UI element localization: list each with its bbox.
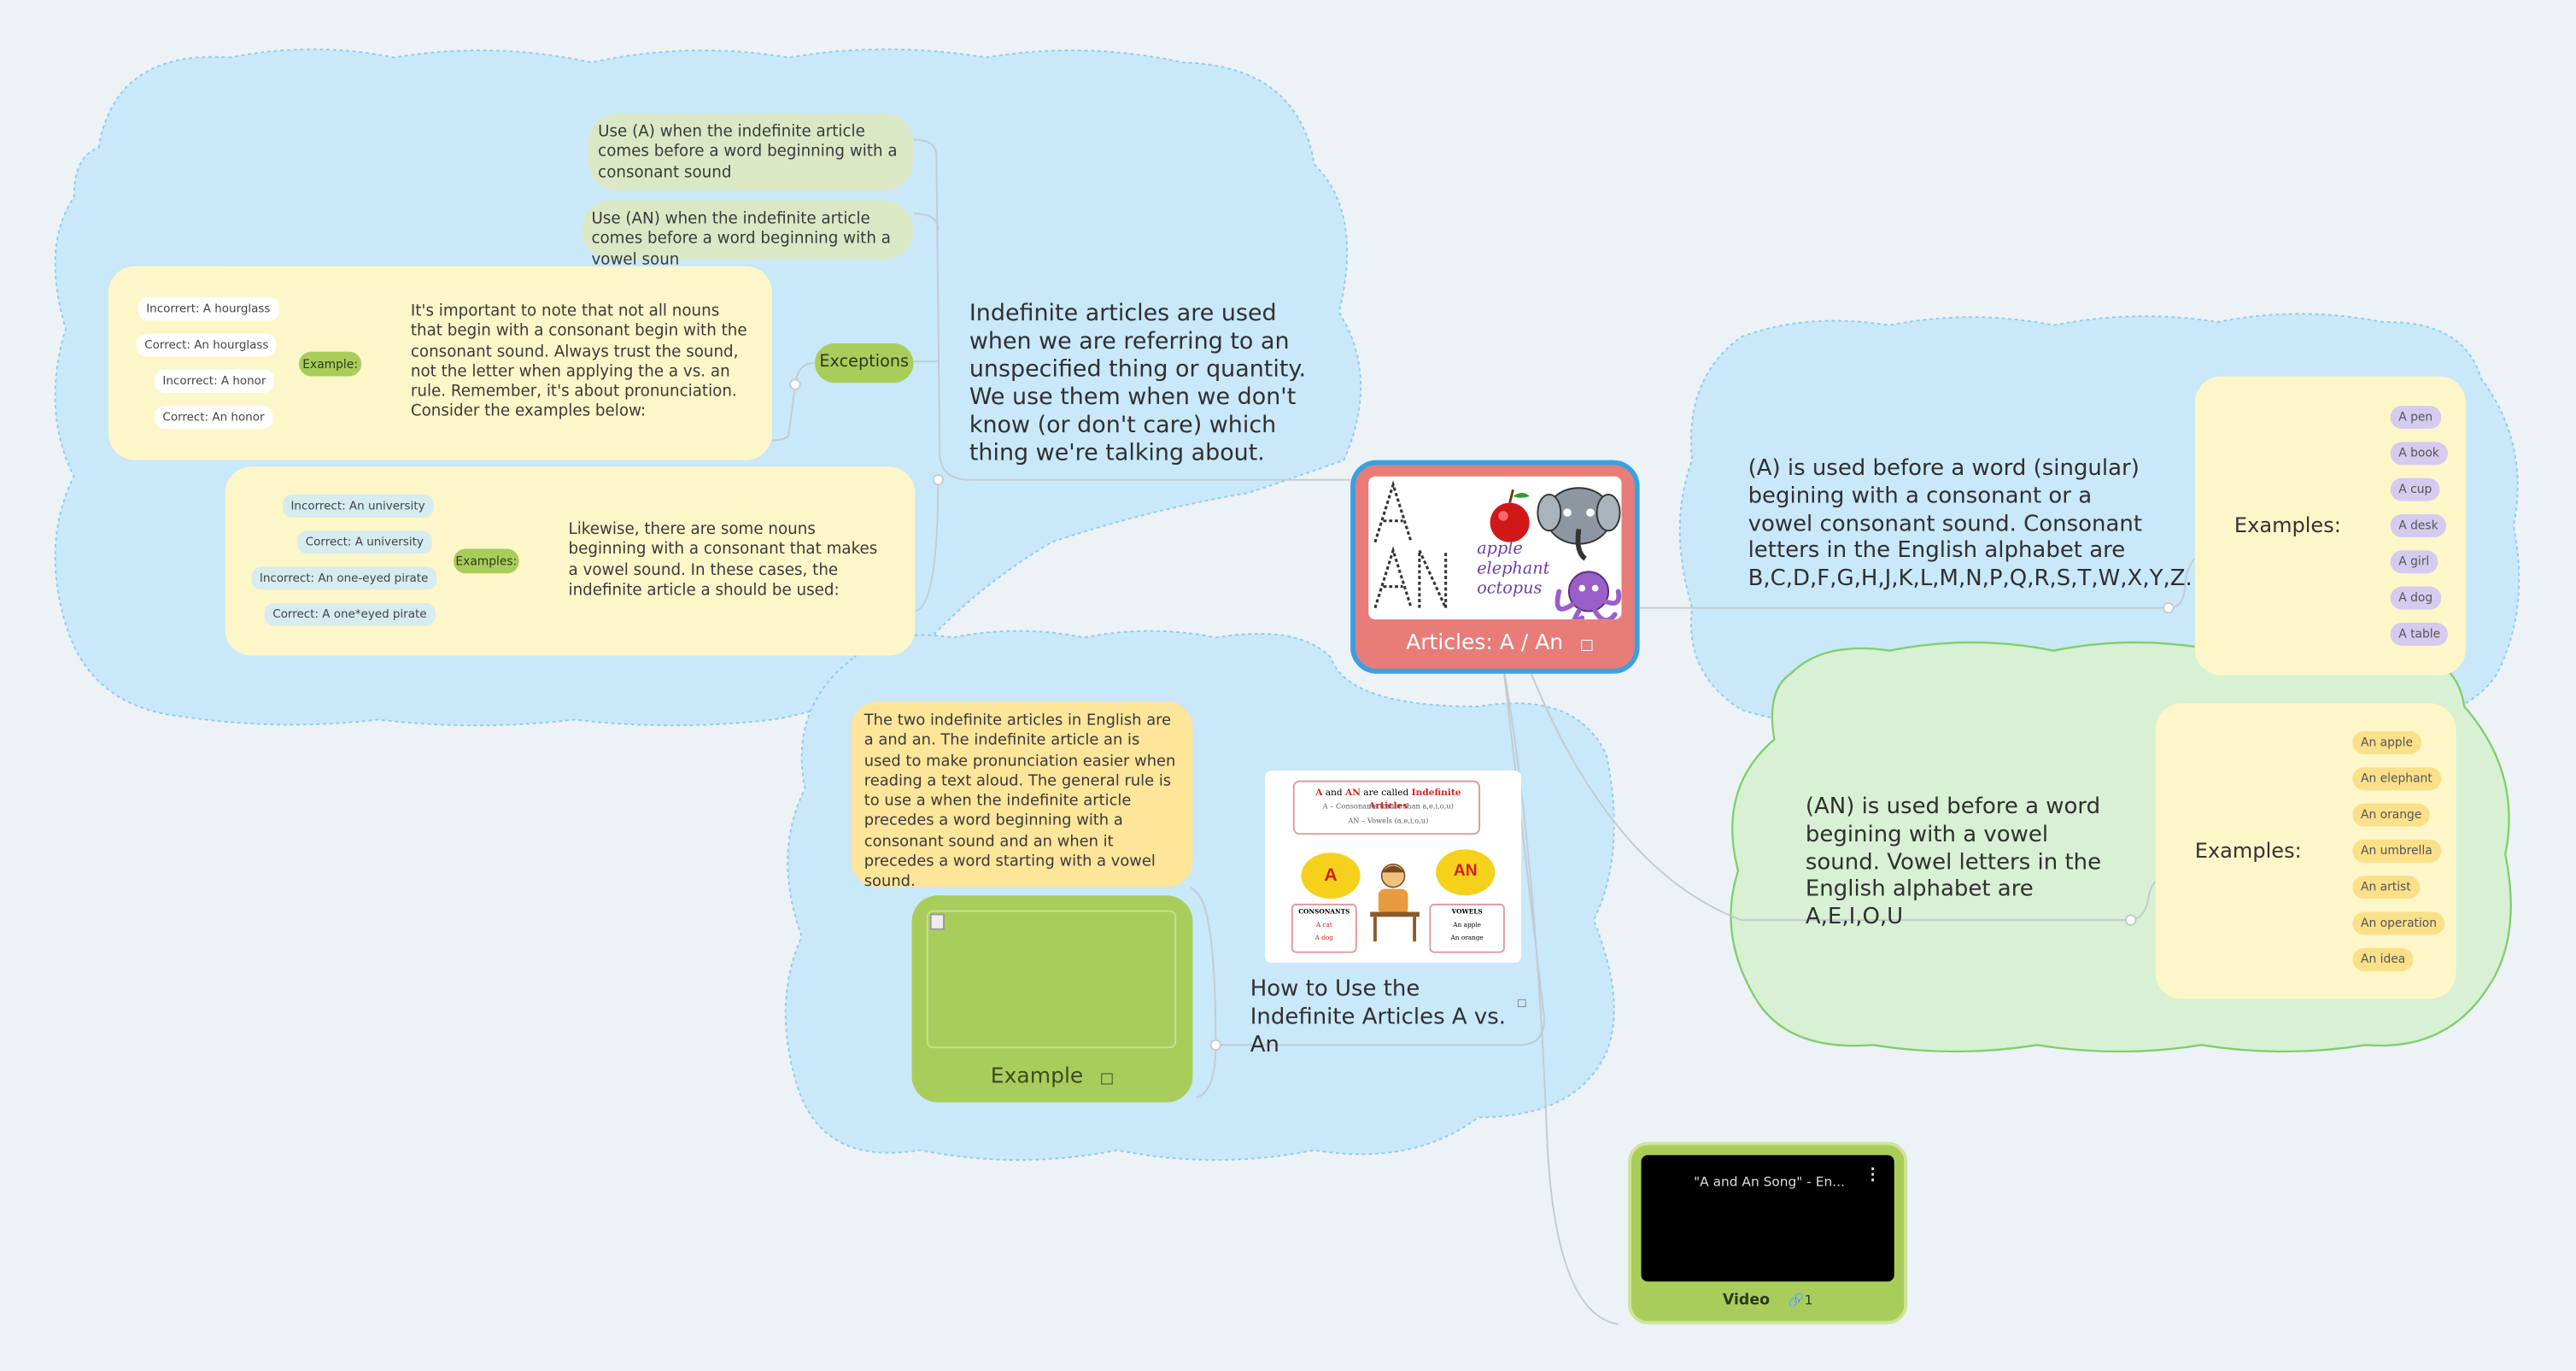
video-link-count: 1 (1804, 1292, 1813, 1309)
howto-vowels-box: VOWELS An apple An orange (1429, 903, 1505, 953)
exception1-label[interactable]: Example: (299, 351, 362, 377)
howto-image[interactable]: A and AN are called Indefinite Articles … (1265, 770, 1522, 964)
exception1-item[interactable]: Incorrert: A hourglass (138, 297, 279, 321)
exceptions-node[interactable]: Exceptions (815, 343, 914, 384)
central-word: apple (1477, 538, 1523, 558)
central-title: Articles: A / An (1406, 630, 1564, 656)
howto-note[interactable]: The two indefinite articles in English a… (851, 701, 1193, 891)
an-example-pill[interactable]: An orange (2352, 803, 2430, 827)
howto-img-a: A (1315, 788, 1323, 799)
a-example-pill[interactable]: A book (2390, 442, 2448, 466)
howto-title[interactable]: How to Use the Indefinite Articles A vs.… (1250, 976, 1507, 1058)
howto-vow-head: VOWELS (1451, 906, 1483, 916)
a-example-pill[interactable]: A girl (2390, 550, 2438, 574)
a-examples-label[interactable]: Examples: (2234, 513, 2341, 537)
image-icon[interactable]: □ (1099, 1071, 1115, 1088)
exception1-text[interactable]: It's important to note that not all noun… (410, 302, 747, 422)
exception1-item[interactable]: Incorrect: A honor (154, 369, 275, 393)
central-node[interactable]: apple elephant octopus Articles: A / An … (1350, 460, 1640, 674)
howto-vow-2: An orange (1450, 933, 1484, 942)
howto-img-called: are called (1360, 788, 1412, 799)
image-icon[interactable]: □ (1518, 995, 1526, 1011)
video-label-row: Video 🔗1 (1631, 1293, 1904, 1309)
howto-img-line2: A – Consonants (other than a,e,i,o,u) (1322, 803, 1454, 812)
exception2-label[interactable]: Examples: (453, 548, 519, 574)
exception1-item[interactable]: Correct: An honor (154, 406, 273, 430)
exception2-item[interactable]: Correct: A university (297, 530, 432, 554)
exception2-item[interactable]: Correct: A one*eyed pirate (264, 602, 436, 626)
more-vert-icon[interactable]: ⋮ (1865, 1166, 1882, 1185)
howto-vow-1: An apple (1453, 920, 1481, 929)
a-example-pill[interactable]: A pen (2390, 406, 2441, 430)
central-illustration: apple elephant octopus (1373, 480, 1622, 620)
use-a-note[interactable]: Use (A) when the indefinite article come… (588, 113, 914, 191)
howto-bubble-a: A (1301, 852, 1361, 899)
a-example-pill[interactable]: A cup (2390, 478, 2440, 501)
exception2-text[interactable]: Likewise, there are some nouns beginning… (568, 520, 878, 600)
indefinite-main-text[interactable]: Indefinite articles are used when we are… (969, 300, 1307, 467)
link-icon[interactable]: 🔗 (1788, 1292, 1805, 1309)
exception2-item[interactable]: Incorrect: An one-eyed pirate (251, 566, 436, 590)
link-central-howto (1215, 665, 1546, 1046)
howto-cons-head: CONSONANTS (1298, 906, 1350, 916)
video-node[interactable]: "A and An Song" - En... ⋮ Video 🔗1 (1628, 1141, 1908, 1325)
an-example-pill[interactable]: An idea (2352, 947, 2414, 971)
video-label: Video (1722, 1292, 1770, 1310)
howto-cons-1: A cat (1315, 920, 1332, 929)
example-node[interactable]: Example □ (911, 895, 1193, 1103)
howto-image-box: A and AN are called Indefinite Articles … (1292, 780, 1482, 835)
central-title-row: Articles: A / An □ (1355, 631, 1645, 656)
howto-img-and: and (1322, 788, 1346, 799)
an-example-pill[interactable]: An umbrella (2352, 839, 2441, 863)
exception1-item[interactable]: Correct: An hourglass (136, 333, 278, 357)
example-title: Example (990, 1064, 1084, 1090)
an-examples-label[interactable]: Examples: (2194, 837, 2302, 863)
broken-image (926, 910, 1177, 1049)
broken-image-icon (929, 913, 945, 930)
howto-img-ia: Indefinite Articles (1368, 788, 1461, 812)
an-example-pill[interactable]: An operation (2352, 911, 2445, 935)
use-an-note[interactable]: Use (AN) when the indefinite article com… (581, 200, 914, 269)
a-example-pill[interactable]: A dog (2390, 586, 2441, 610)
video-title: "A and An Song" - En... (1694, 1175, 1845, 1190)
video-player[interactable]: "A and An Song" - En... ⋮ (1641, 1155, 1894, 1282)
a-example-pill[interactable]: A table (2390, 622, 2449, 646)
link-central-indefinite (913, 138, 1351, 481)
howto-image-line1: A and AN are called Indefinite Articles (1295, 787, 1482, 813)
a-branch-text[interactable]: (A) is used before a word (singular) beg… (1748, 454, 2193, 592)
howto-cons-2: A dog (1314, 933, 1333, 942)
howto-img-line3: AN – Vowels (a,e,i,o,u) (1348, 817, 1429, 827)
link-central-an (1526, 665, 2161, 922)
image-icon[interactable]: □ (1579, 637, 1595, 654)
an-example-pill[interactable]: An elephant (2352, 767, 2441, 791)
an-example-pill[interactable]: An artist (2352, 876, 2420, 899)
a-example-pill[interactable]: A desk (2390, 514, 2447, 537)
exception2-item[interactable]: Incorrect: An university (282, 494, 434, 518)
central-image: apple elephant octopus (1368, 476, 1622, 620)
howto-consonants-box: CONSONANTS A cat A dog (1291, 903, 1357, 953)
student-illustration (1370, 863, 1420, 942)
example-title-row: Example □ (912, 1064, 1193, 1089)
central-word: elephant (1477, 558, 1549, 577)
an-branch-text[interactable]: (AN) is used before a word begining with… (1805, 794, 2102, 931)
howto-bubble-an: AN (1436, 849, 1496, 896)
central-word: octopus (1477, 577, 1542, 597)
an-example-pill[interactable]: An apple (2352, 730, 2421, 754)
howto-img-an: AN (1345, 788, 1361, 799)
